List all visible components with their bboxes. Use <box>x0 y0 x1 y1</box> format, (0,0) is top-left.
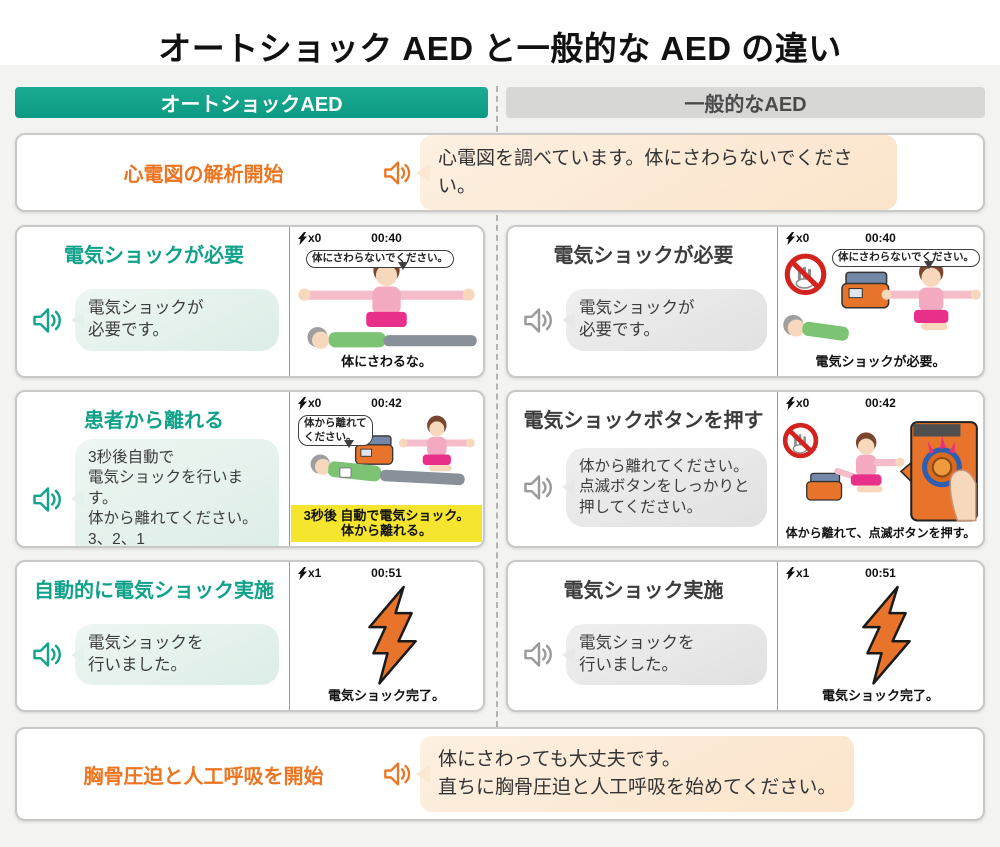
no-touch-scene-illustration <box>783 253 981 341</box>
scene-guard-patient: 体にさわらないでください。 <box>290 248 483 353</box>
analysis-label: 心電図の解析開始 <box>123 164 284 186</box>
move-away-scene-illustration <box>310 415 475 486</box>
speaker-icon <box>29 307 67 334</box>
speech-bubble: 体から離れてください。 点滅ボタンをしっかりと 押してください。 <box>566 447 767 528</box>
illustration-panel: x0 00:42 <box>777 392 983 546</box>
analysis-row: 心電図の解析開始 心電図を調べています。体にさわらないでください。 <box>15 133 985 212</box>
timer: 00:51 <box>865 566 896 580</box>
speech-bubble: 電気ショックを 行いました。 <box>75 623 279 686</box>
shock-counter: x0 <box>298 231 321 245</box>
step-box-auto-move-away: 患者から離れる 3秒後自動で 電気ショックを行います。 体から離れてください。 … <box>15 390 485 548</box>
scene-no-touch-aed: 体にさわらないでください。 <box>778 248 983 353</box>
patient-illustration <box>310 454 465 486</box>
scene-caption: 電気ショック完了。 <box>327 688 445 704</box>
page-title: オートショック AED と一般的な AED の違い <box>158 30 842 67</box>
timer: 00:51 <box>371 566 402 580</box>
shock-counter: x1 <box>298 566 321 580</box>
press-button-scene-illustration <box>782 421 978 522</box>
timer: 00:40 <box>865 231 896 245</box>
shock-counter: x0 <box>786 231 809 245</box>
scene-press-button <box>778 413 983 525</box>
step-header: 自動的に電気ショック実施 <box>34 580 274 602</box>
illustration-panel: x0 00:40 体にさわらないでください。 体にさわるな。 <box>289 227 483 376</box>
lightning-icon <box>298 231 307 245</box>
illustration-panel: x1 00:51 電気ショック完了。 <box>289 562 483 710</box>
speech-bubble: 電気ショックが 必要です。 <box>75 289 279 351</box>
lightning-icon <box>298 566 307 580</box>
speaker-icon <box>520 474 558 501</box>
scene-caption: 電気ショックが必要。 <box>815 354 946 370</box>
step-box-general-shock-done: 電気ショック実施 電気ショックを 行いました。 x1 00:51 <box>506 560 985 712</box>
speaker-icon <box>520 641 558 668</box>
shock-counter: x0 <box>786 396 809 410</box>
rescuer-illustration <box>398 415 475 472</box>
step-header: 電気ショック実施 <box>563 580 724 602</box>
illustration-panel: x1 00:51 電気ショック完了。 <box>777 562 983 710</box>
step-header: 電気ショックが必要 <box>553 245 734 267</box>
scene-speech-bubble: 体にさわらないでください。 <box>832 249 980 269</box>
shock-counter: x1 <box>786 566 809 580</box>
speaker-icon <box>29 486 67 513</box>
step-header: 電気ショックが必要 <box>64 245 244 267</box>
cpr-label: 胸骨圧迫と人工呼吸を開始 <box>83 765 324 788</box>
no-touch-icon <box>782 422 819 459</box>
speaker-icon <box>520 307 558 334</box>
rescuer-illustration <box>881 260 981 331</box>
shock-counter: x0 <box>298 396 321 410</box>
tab-general-aed: 一般的なAED <box>506 87 985 118</box>
timer: 00:40 <box>371 231 402 245</box>
patient-illustration <box>783 314 849 341</box>
scene-caption: 3秒後 自動で電気ショック。 体から離れる。 <box>291 504 482 542</box>
scene-caption: 体から離れて、点滅ボタンを押す。 <box>785 525 976 540</box>
scene-shock-bolt <box>778 583 983 687</box>
illustration-panel: x0 00:42 体から離れて ください。 <box>289 392 483 546</box>
lightning-icon <box>786 396 795 410</box>
speaker-icon <box>29 641 67 668</box>
step-box-general-press-button: 電気ショックボタンを押す 体から離れてください。 点滅ボタンをしっかりと 押して… <box>506 390 985 548</box>
step-box-auto-shock-needed: 電気ショックが必要 電気ショックが 必要です。 x0 00:40 体にさわらない… <box>15 225 485 378</box>
column-divider <box>496 86 498 727</box>
scene-caption: 電気ショック完了。 <box>821 688 939 704</box>
step-header: 患者から離れる <box>84 410 224 432</box>
cpr-speech-bubble: 体にさわっても大丈夫です。 直ちに胸骨圧迫と人工呼吸を始めてください。 <box>420 736 855 812</box>
timer: 00:42 <box>865 396 896 410</box>
step-box-auto-shock-done: 自動的に電気ショック実施 電気ショックを 行いました。 x1 00:51 <box>15 560 485 712</box>
scene-move-away: 体から離れて ください。 <box>290 413 483 505</box>
scene-speech-bubble: 体から離れて ください。 <box>298 415 373 449</box>
speech-bubble: 電気ショックを 行いました。 <box>566 623 767 686</box>
no-touch-icon <box>784 253 827 296</box>
aed-illustration <box>841 271 890 309</box>
timer: 00:42 <box>371 396 402 410</box>
rescuer-illustration <box>834 432 905 493</box>
shock-button-inset <box>899 421 978 522</box>
scene-speech-bubble: 体にさわらないでください。 <box>306 250 454 270</box>
scene-caption: 体にさわるな。 <box>341 354 432 370</box>
lightning-icon <box>298 396 307 410</box>
speech-bubble: 電気ショックが 必要です。 <box>566 289 767 351</box>
lightning-bolt-icon <box>862 585 911 685</box>
step-box-general-shock-needed: 電気ショックが必要 電気ショックが 必要です。 x0 00:40 体にさわらない… <box>506 225 985 378</box>
lightning-bolt-icon <box>368 585 417 685</box>
step-header: 電気ショックボタンを押す <box>523 410 764 432</box>
lightning-icon <box>786 231 795 245</box>
illustration-panel: x0 00:40 体にさわらないでください。 <box>777 227 983 376</box>
speech-bubble: 3秒後自動で 電気ショックを行います。 体から離れてください。 3、2、1 <box>75 439 279 546</box>
analysis-speech-bubble: 心電図を調べています。体にさわらないでください。 <box>420 135 897 210</box>
aed-illustration <box>806 472 843 501</box>
lightning-icon <box>786 566 795 580</box>
scene-shock-bolt <box>290 583 483 687</box>
cpr-row: 胸骨圧迫と人工呼吸を開始 体にさわっても大丈夫です。 直ちに胸骨圧迫と人工呼吸を… <box>15 727 985 821</box>
tab-autoshock-aed: オートショックAED <box>15 87 488 118</box>
